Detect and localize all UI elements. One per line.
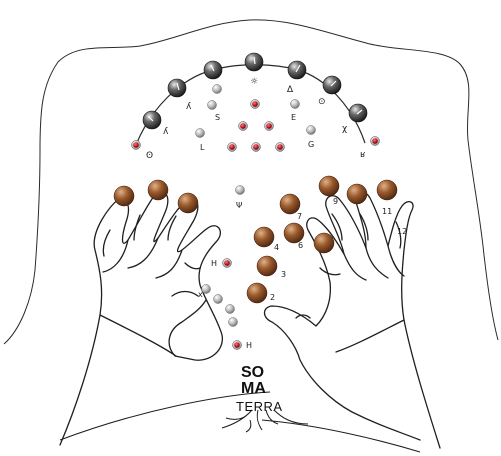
drone-knob[interactable] (168, 79, 186, 97)
silver-button[interactable] (214, 295, 223, 304)
silver-button[interactable] (236, 186, 245, 195)
pad-number: 4 (274, 243, 279, 252)
finger-pad-11[interactable] (347, 184, 367, 204)
led-button[interactable] (371, 137, 380, 146)
pad-number: 3 (281, 270, 286, 279)
l-label: L (200, 143, 205, 152)
led-button[interactable] (233, 341, 242, 350)
finger-pad-5[interactable] (257, 256, 277, 276)
led-button[interactable] (276, 143, 285, 152)
silver-button[interactable] (307, 126, 316, 135)
silver-button[interactable] (202, 285, 211, 294)
psi-label: Ψ (236, 201, 242, 210)
finger-pad-1[interactable] (114, 186, 134, 206)
finger-pad-10[interactable] (319, 176, 339, 196)
drone-glyph: ⊙ (318, 97, 326, 107)
silver-button[interactable] (226, 305, 235, 314)
x-label: x (198, 290, 203, 299)
led-button[interactable] (132, 141, 141, 150)
led-button[interactable] (228, 143, 237, 152)
drone-glyph: ∆ (286, 85, 294, 95)
s-label: S (215, 113, 220, 122)
finger-pad-9[interactable] (280, 194, 300, 214)
pad-number: 9 (333, 197, 338, 206)
pad-number: 7 (297, 212, 302, 221)
led-button[interactable] (252, 143, 261, 152)
silver-button[interactable] (196, 129, 205, 138)
logo-top: SO (241, 364, 264, 381)
drone-knob[interactable] (245, 53, 263, 71)
led-button[interactable] (251, 100, 260, 109)
pad-number: 12 (397, 227, 407, 236)
drone-knob[interactable] (143, 111, 161, 129)
finger-pad-12[interactable] (377, 180, 397, 200)
finger-pad-2[interactable] (148, 180, 168, 200)
drone-glyph: χ (342, 124, 347, 134)
drone-glyph: ʘ (146, 151, 153, 161)
sun-icon: ☼ (250, 77, 258, 87)
drone-knob[interactable] (288, 61, 306, 79)
pad-number: 6 (298, 241, 303, 250)
floor-line-right (262, 420, 420, 452)
g-label: G (308, 140, 314, 149)
e-label: E (291, 113, 296, 122)
led-button[interactable] (265, 122, 274, 131)
silver-button[interactable] (208, 101, 217, 110)
drone-glyph: ʁ (360, 150, 366, 160)
finger-pad-4[interactable] (247, 283, 267, 303)
silver-button[interactable] (291, 100, 300, 109)
drone-knob[interactable] (204, 61, 222, 79)
finger-pad-8[interactable] (314, 233, 334, 253)
drone-knob[interactable] (323, 76, 341, 94)
finger-pad-6[interactable] (254, 227, 274, 247)
soma-logo: SO MA (241, 364, 266, 397)
drone-knob[interactable] (349, 104, 367, 122)
logo-bottom: MA (241, 380, 266, 397)
h-label: H (211, 259, 217, 268)
drone-glyph: ʎ (186, 102, 192, 112)
led-button[interactable] (239, 122, 248, 131)
drone-glyph: ʎ (163, 127, 169, 137)
pad-number: 2 (270, 293, 275, 302)
led-button[interactable] (223, 259, 232, 268)
silver-button[interactable] (213, 85, 222, 94)
hm-label: H (246, 341, 252, 350)
silver-button[interactable] (229, 318, 238, 327)
finger-pad-7[interactable] (284, 223, 304, 243)
finger-pad-3[interactable] (178, 193, 198, 213)
pad-number: 11 (382, 207, 392, 216)
